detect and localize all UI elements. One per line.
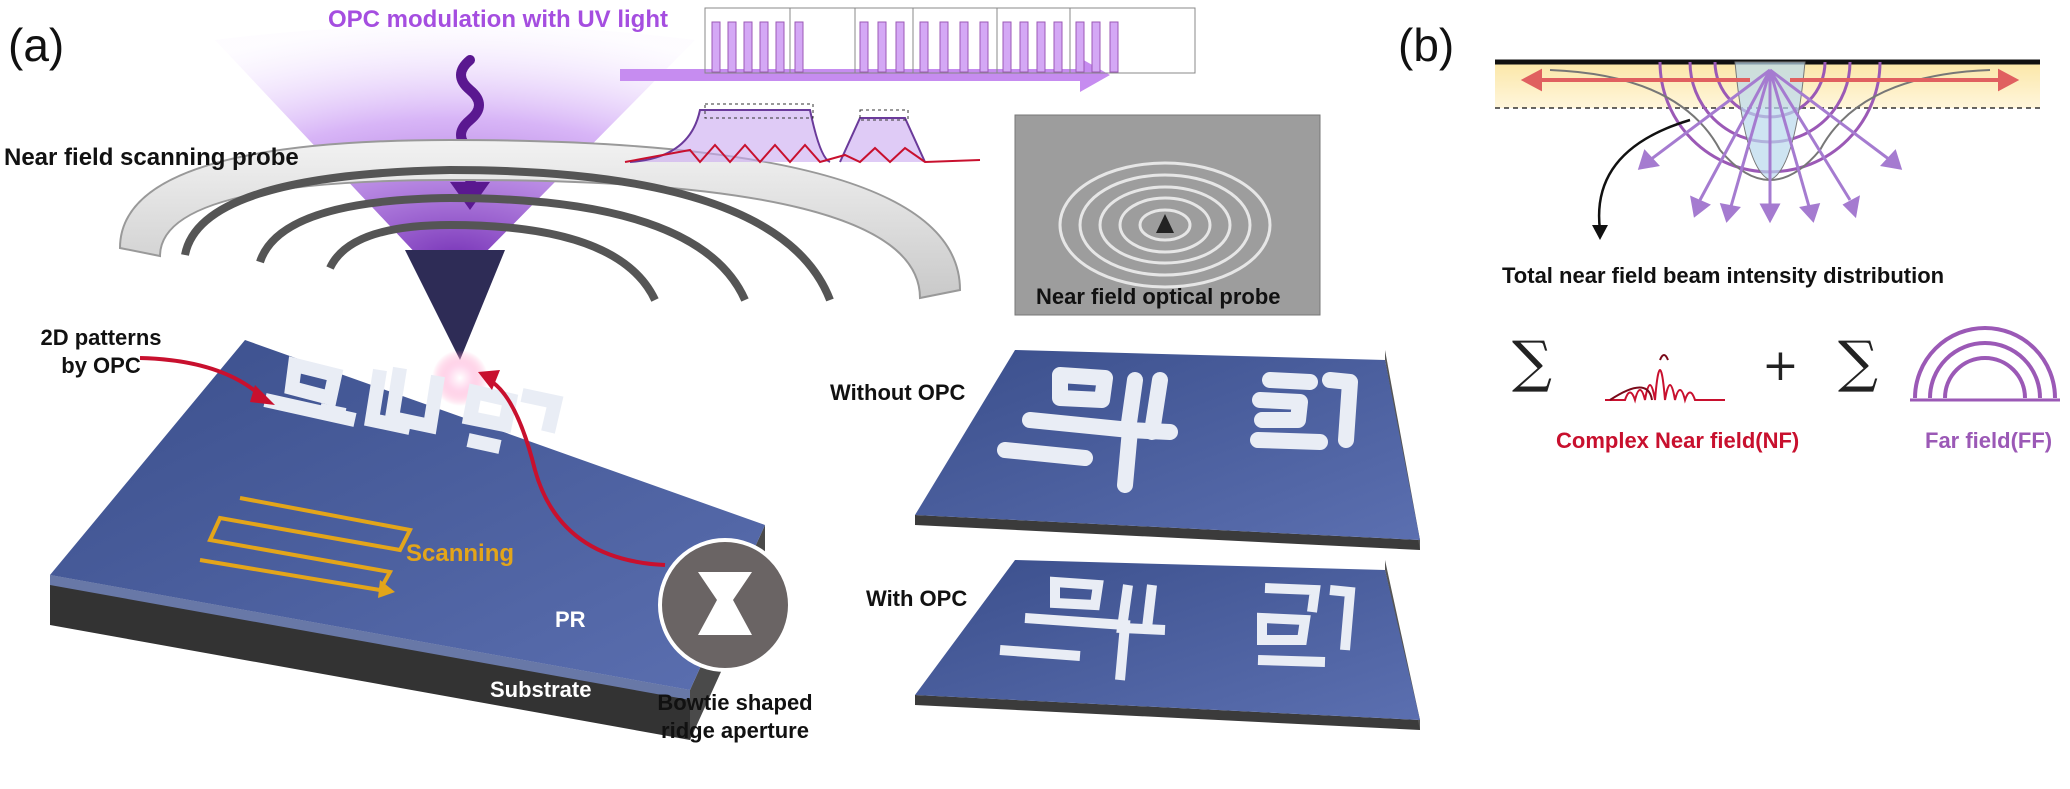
- substrate-front: [50, 575, 690, 740]
- with-opc-patterns: [999, 576, 1356, 681]
- intensity-pointer-head: [1592, 225, 1608, 240]
- probe-ring-2: [256, 193, 749, 302]
- panel-label-a: (a): [8, 19, 65, 71]
- pattern-pointer-arrow: [139, 356, 262, 397]
- with-opc-substrate: [915, 695, 1420, 730]
- pr-label: PR: [555, 607, 586, 632]
- bowtie-label-2: ridge aperture: [661, 718, 809, 743]
- sem-image: [1014, 114, 1321, 316]
- without-opc-patterns: [997, 367, 1358, 493]
- intensity-pointer: [1597, 118, 1691, 231]
- photoresist-layer: [50, 340, 765, 690]
- plus-symbol: +: [1762, 340, 1799, 391]
- beam-rays: [1637, 68, 1903, 224]
- surface-arrows: [1520, 68, 2020, 92]
- probe-tip: [405, 250, 505, 360]
- sem-rings: [1058, 161, 1272, 289]
- ff-sum-symbol: ∑: [1838, 330, 1878, 395]
- nf-sum-symbol: ∑: [1512, 330, 1552, 395]
- exposure-profile: [624, 103, 981, 164]
- total-intensity-label: Total near field beam intensity distribu…: [1502, 263, 1945, 288]
- opc-modulation-label: OPC modulation with UV light: [328, 6, 668, 33]
- main-patterns: [263, 356, 564, 454]
- aperture-pointer-head: [478, 370, 500, 390]
- patterns-label-2: by OPC: [61, 353, 141, 378]
- aperture-pointer-arrow: [484, 376, 666, 567]
- bowtie-label-1: Bowtie shaped: [657, 690, 813, 715]
- opc-pulse-train: [704, 7, 1196, 74]
- pattern-pointer-head: [250, 385, 275, 405]
- near-field-wave-icon: [1605, 354, 1725, 404]
- far-field-arcs-icon: [1913, 326, 2057, 399]
- with-opc-label: With OPC: [866, 586, 968, 611]
- panel-label-b: (b): [1398, 19, 1455, 71]
- substrate-label: Substrate: [490, 677, 592, 702]
- scanning-label: Scanning: [406, 540, 515, 567]
- optical-probe-label: Near field optical probe: [1036, 284, 1281, 309]
- far-field-label: Far field(FF): [1925, 428, 2053, 453]
- probe-ring-3: [326, 220, 659, 302]
- bowtie-shape: [698, 572, 752, 635]
- sem-tip: [1156, 214, 1174, 233]
- near-field-label: Complex Near field(NF): [1556, 428, 1800, 453]
- without-opc-label: Without OPC: [830, 380, 966, 405]
- patterns-label-1: 2D patterns: [40, 325, 162, 350]
- scan-arrow-head: [378, 580, 395, 598]
- probe-ring-1: [181, 165, 834, 302]
- with-opc-sample: [915, 560, 1420, 720]
- photoresist-edge: [50, 575, 690, 700]
- scanning-probe-label: Near field scanning probe: [4, 144, 299, 171]
- pulse-arrow-head: [1080, 58, 1110, 92]
- without-opc-substrate: [915, 515, 1420, 550]
